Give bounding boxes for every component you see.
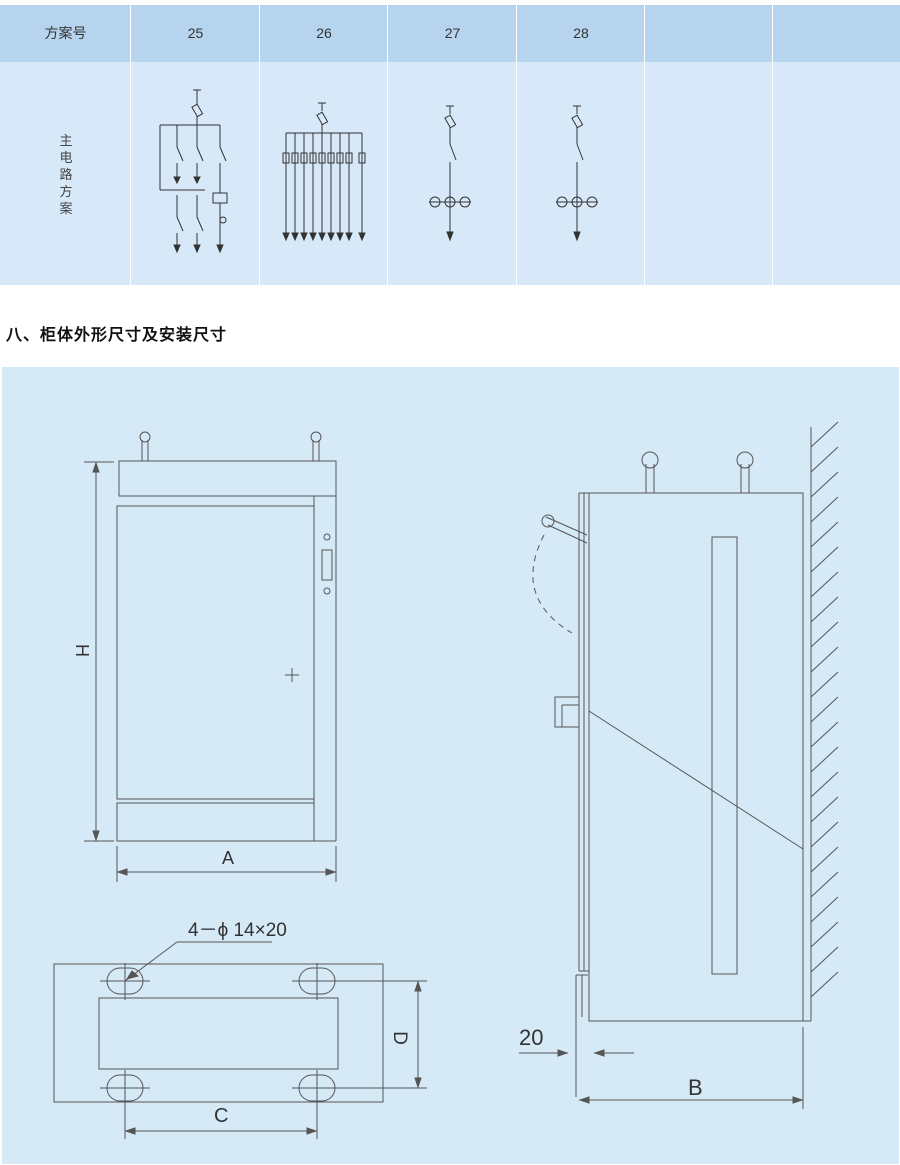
table-column-empty-1 [645,5,773,285]
scheme-table: 方案号 25 26 27 28 主电路方案 [0,0,900,285]
front-view [84,431,337,882]
circuit-diagram-28 [556,105,598,242]
circuit-diagram-25 [159,89,228,254]
dimension-label-D: D [388,1031,410,1045]
table-column-label [0,5,131,285]
cabinet-dimension-drawing [53,421,839,1139]
dimension-label-20: 20 [519,1025,544,1050]
dimension-label-B: B [688,1075,703,1100]
hole-specification-note: 4－ϕ 14×20 [188,920,287,941]
header-cell-27: 27 [444,25,461,41]
dimension-drawing-panel: H A 4－ϕ 14×20 D C 20 B [2,367,899,1164]
table-column-25 [131,5,260,285]
base-plan-view [53,941,427,1139]
circuit-diagram-26 [282,102,366,242]
dimension-label-C: C [214,1105,229,1127]
dimension-label-A: A [222,848,235,868]
table-column-28 [517,5,645,285]
circuit-diagram-27 [429,105,471,242]
side-view [519,421,839,1109]
header-cell-empty-2 [773,5,900,62]
header-cell-empty-1 [645,5,773,62]
header-cell-25: 25 [187,25,204,41]
header-cell-label: 方案号 [44,25,87,41]
header-cell-26: 26 [316,25,332,41]
dimension-label-H: H [72,644,92,657]
header-cell-28: 28 [573,25,589,41]
section-title: 八、柜体外形尺寸及安装尺寸 [6,325,228,344]
table-header-row [0,5,900,62]
row-label-main-circuit: 主电路方案 [59,134,73,217]
table-column-27 [388,5,517,285]
table-column-26 [260,5,388,285]
